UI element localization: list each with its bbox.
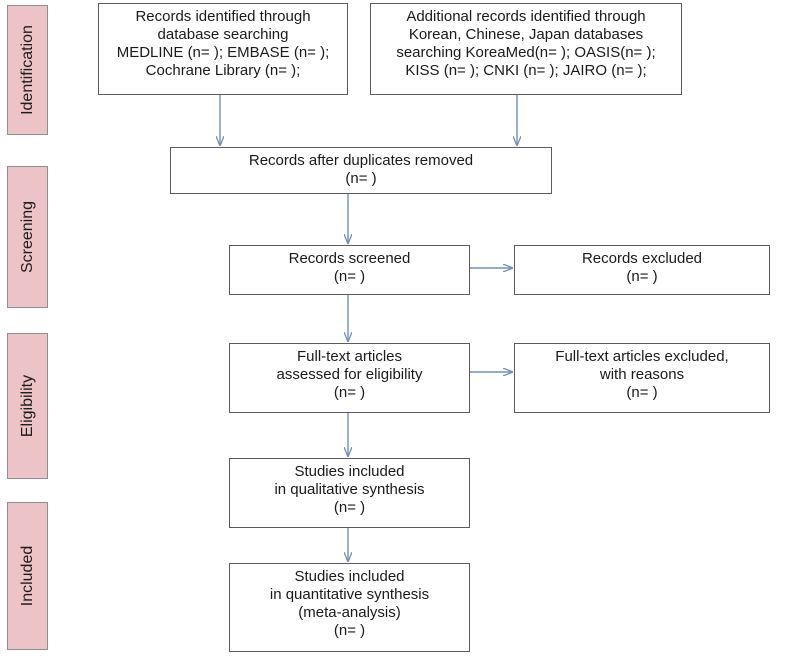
box-line: searching KoreaMed(n= ); OASIS(n= ); — [396, 44, 656, 61]
box-line: Additional records identified through — [406, 8, 646, 25]
box-line: Cochrane Library (n= ); — [145, 62, 301, 79]
box-line: (n= ) — [333, 268, 366, 285]
box-database-search: Records identified through database sear… — [98, 3, 348, 95]
box-line: MEDLINE (n= ); EMBASE (n= ); — [116, 44, 330, 61]
box-line: (n= ) — [345, 170, 377, 187]
box-duplicates-removed: Records after duplicates removed (n= ) — [170, 147, 552, 194]
box-records-excluded: Records excluded (n= ) — [514, 245, 770, 295]
box-line: (n= ) — [333, 622, 366, 639]
box-line: Full-text articles — [296, 348, 403, 365]
box-line: assessed for eligibility — [276, 366, 423, 383]
box-records-screened: Records screened (n= ) — [229, 245, 470, 295]
box-line: Studies included — [294, 568, 405, 585]
box-quantitative-synthesis: Studies included in quantitative synthes… — [229, 563, 470, 652]
box-line: with reasons — [599, 366, 685, 383]
box-line: (n= ) — [333, 384, 366, 401]
box-line: (n= ) — [626, 268, 658, 285]
phase-identification: Identification — [7, 5, 48, 135]
box-additional-records: Additional records identified through Ko… — [370, 3, 682, 95]
box-line: Records after duplicates removed — [248, 152, 474, 169]
phase-included: Included — [7, 502, 48, 650]
box-line: Studies included — [294, 463, 405, 480]
box-line: Records identified through — [135, 8, 311, 25]
box-line: Full-text articles excluded, — [555, 348, 729, 365]
box-fulltext-excluded: Full-text articles excluded, with reason… — [514, 343, 770, 413]
box-line: Korean, Chinese, Japan databases — [408, 26, 644, 43]
box-line: Records excluded — [581, 250, 703, 267]
box-line: KISS (n= ); CNKI (n= ); JAIRO (n= ); — [405, 62, 647, 79]
phase-screening: Screening — [7, 166, 48, 308]
box-line: Records screened — [288, 250, 411, 267]
box-line: (meta-analysis) — [298, 604, 401, 621]
phase-eligibility: Eligibility — [7, 333, 48, 479]
box-line: in qualitative synthesis — [274, 481, 425, 498]
box-line: in quantitative synthesis — [269, 586, 430, 603]
box-fulltext-assessed: Full-text articles assessed for eligibil… — [229, 343, 470, 413]
box-line: (n= ) — [333, 499, 366, 516]
box-line: database searching — [157, 26, 289, 43]
box-line: (n= ) — [626, 384, 658, 401]
box-qualitative-synthesis: Studies included in qualitative synthesi… — [229, 458, 470, 528]
